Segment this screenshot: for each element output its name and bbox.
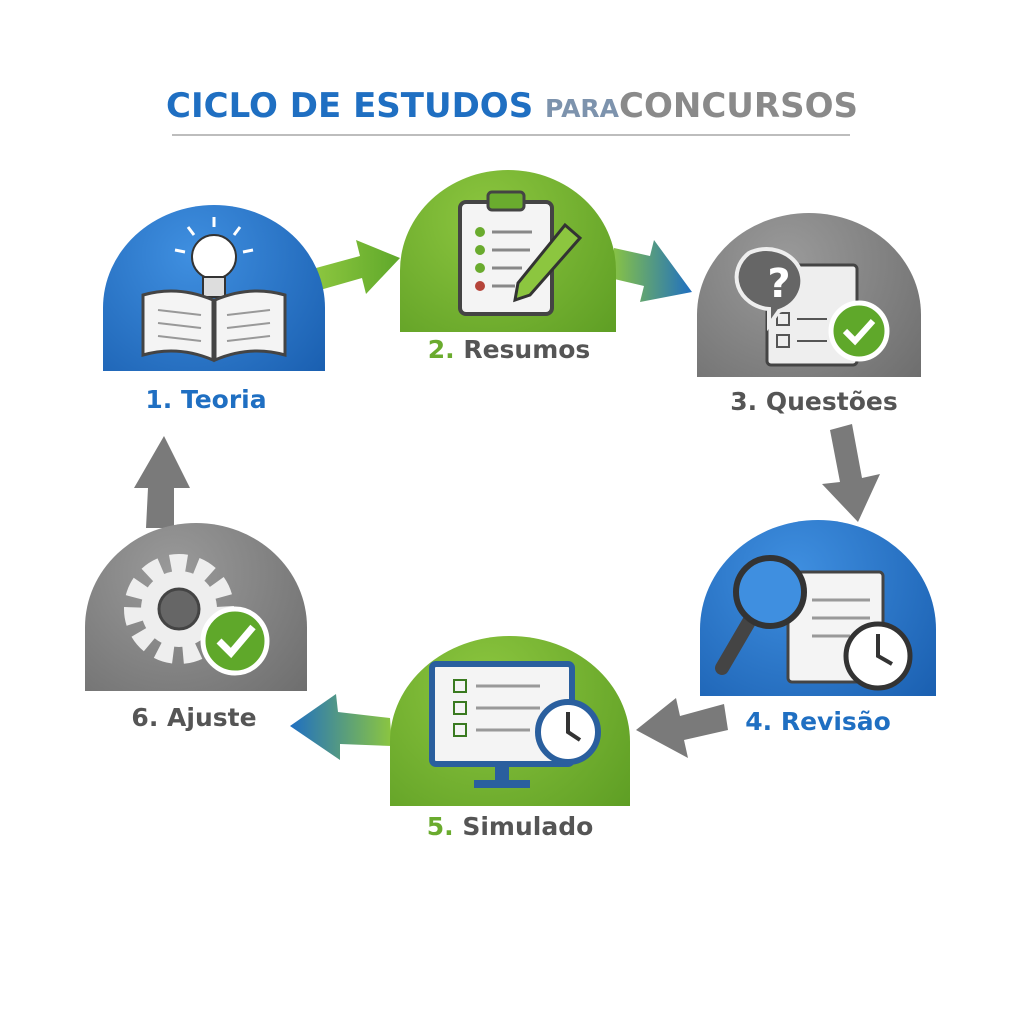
step-title: Teoria [180, 385, 267, 414]
step-teoria-label: 1. Teoria [145, 385, 266, 414]
title-divider [172, 134, 850, 136]
step-title: Revisão [780, 707, 891, 736]
step-simulado-label: 5. Simulado [427, 812, 594, 841]
step-ajuste-node [85, 523, 307, 691]
step-title: Simulado [462, 812, 594, 841]
step-simulado-node [390, 636, 630, 806]
step-revisao-node [700, 520, 936, 696]
book-lightbulb-icon [141, 217, 287, 363]
question-checklist-icon: ? [734, 247, 890, 367]
arrow-5-to-6 [290, 694, 392, 760]
step-questoes-node: ? [697, 213, 921, 377]
step-title: Questões [765, 387, 898, 416]
step-resumos-label: 2. Resumos [428, 335, 591, 364]
gear-check-icon [124, 554, 270, 676]
title-part-1: CICLO DE ESTUDOS [166, 86, 534, 126]
arrow-4-to-5 [636, 698, 728, 758]
title-part-3: CONCURSOS [619, 86, 858, 126]
page-title: CICLO DE ESTUDOS PARACONCURSOS [0, 86, 1024, 126]
step-number: 2. [427, 335, 455, 364]
magnifier-clock-icon [715, 555, 913, 691]
step-title: Resumos [463, 335, 591, 364]
step-number: 4. [745, 707, 773, 736]
step-ajuste-label: 6. Ajuste [131, 703, 256, 732]
arrow-3-to-4 [822, 424, 880, 522]
step-teoria-node [103, 205, 325, 371]
clipboard-pencil-icon [458, 190, 583, 316]
step-resumos-node [400, 170, 616, 332]
arrow-6-to-1 [134, 436, 190, 528]
step-number: 5. [426, 812, 454, 841]
step-number: 3. [730, 387, 758, 416]
monitor-checklist-clock-icon [429, 661, 601, 788]
arrow-2-to-3 [610, 240, 692, 302]
step-number: 6. [131, 703, 159, 732]
step-title: Ajuste [167, 703, 257, 732]
step-questoes-label: 3. Questões [730, 387, 897, 416]
title-part-2: PARA [545, 94, 620, 123]
svg-text:?: ? [767, 261, 790, 307]
step-number: 1. [145, 385, 173, 414]
arrow-1-to-2 [316, 240, 400, 294]
step-revisao-label: 4. Revisão [745, 707, 891, 736]
